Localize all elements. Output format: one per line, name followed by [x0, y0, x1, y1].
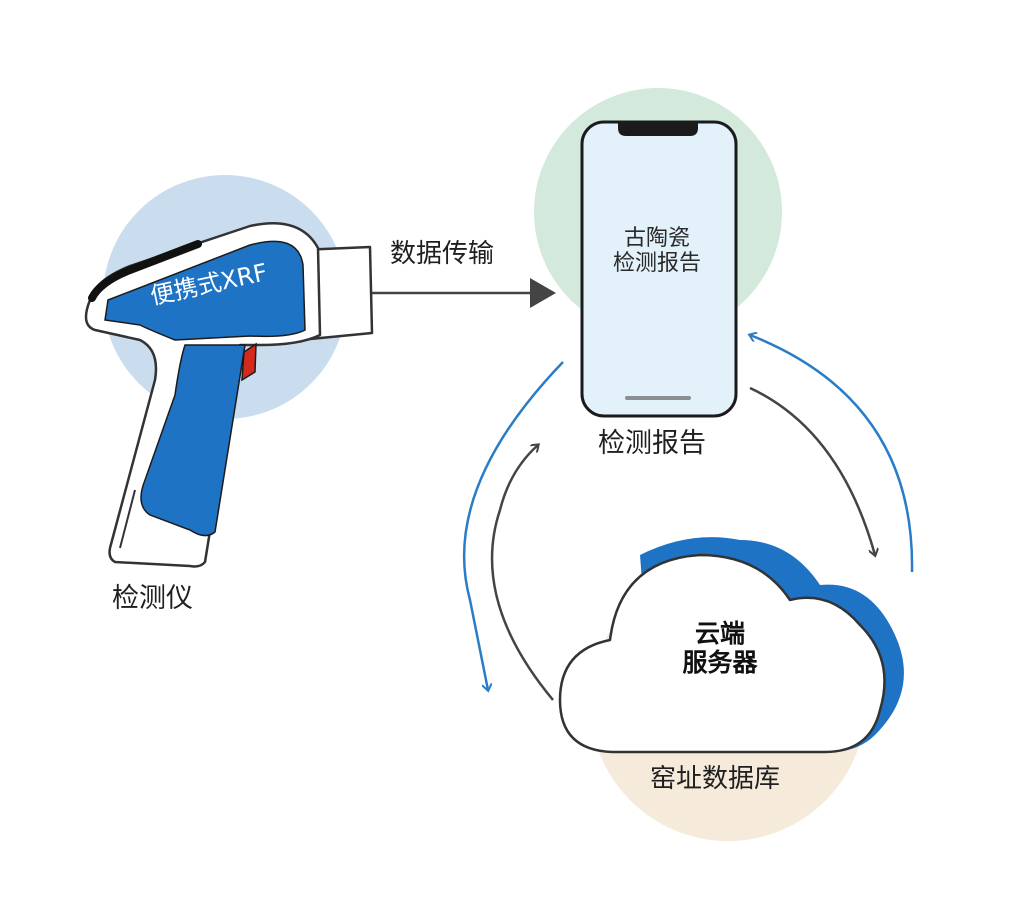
device-caption: 检测仪 — [112, 583, 193, 614]
arrow-phone-to-cloud-gray — [749, 386, 875, 555]
phone-screen-line2: 检测报告 — [612, 251, 701, 277]
cloud-icon — [558, 537, 904, 754]
xrf-gun-icon — [84, 222, 374, 568]
arrow-cloud-to-phone-blue — [750, 335, 914, 573]
phone-caption: 检测报告 — [598, 428, 706, 459]
database-caption: 窑址数据库 — [650, 764, 781, 794]
cloud-line1: 云端 — [694, 619, 745, 648]
phone-screen-text: 古陶瓷 检测报告 — [582, 226, 732, 277]
arrow-right-icon — [372, 278, 556, 308]
cloud-line2: 服务器 — [682, 647, 758, 677]
arrow-cloud-to-left-blue — [462, 361, 564, 690]
phone-screen-line1: 古陶瓷 — [623, 226, 690, 251]
smartphone-icon — [580, 120, 738, 418]
cloud-text: 云端 服务器 — [640, 619, 800, 678]
arrow-cloud-to-phone-gray — [490, 445, 554, 701]
transfer-label: 数据传输 — [390, 239, 495, 269]
